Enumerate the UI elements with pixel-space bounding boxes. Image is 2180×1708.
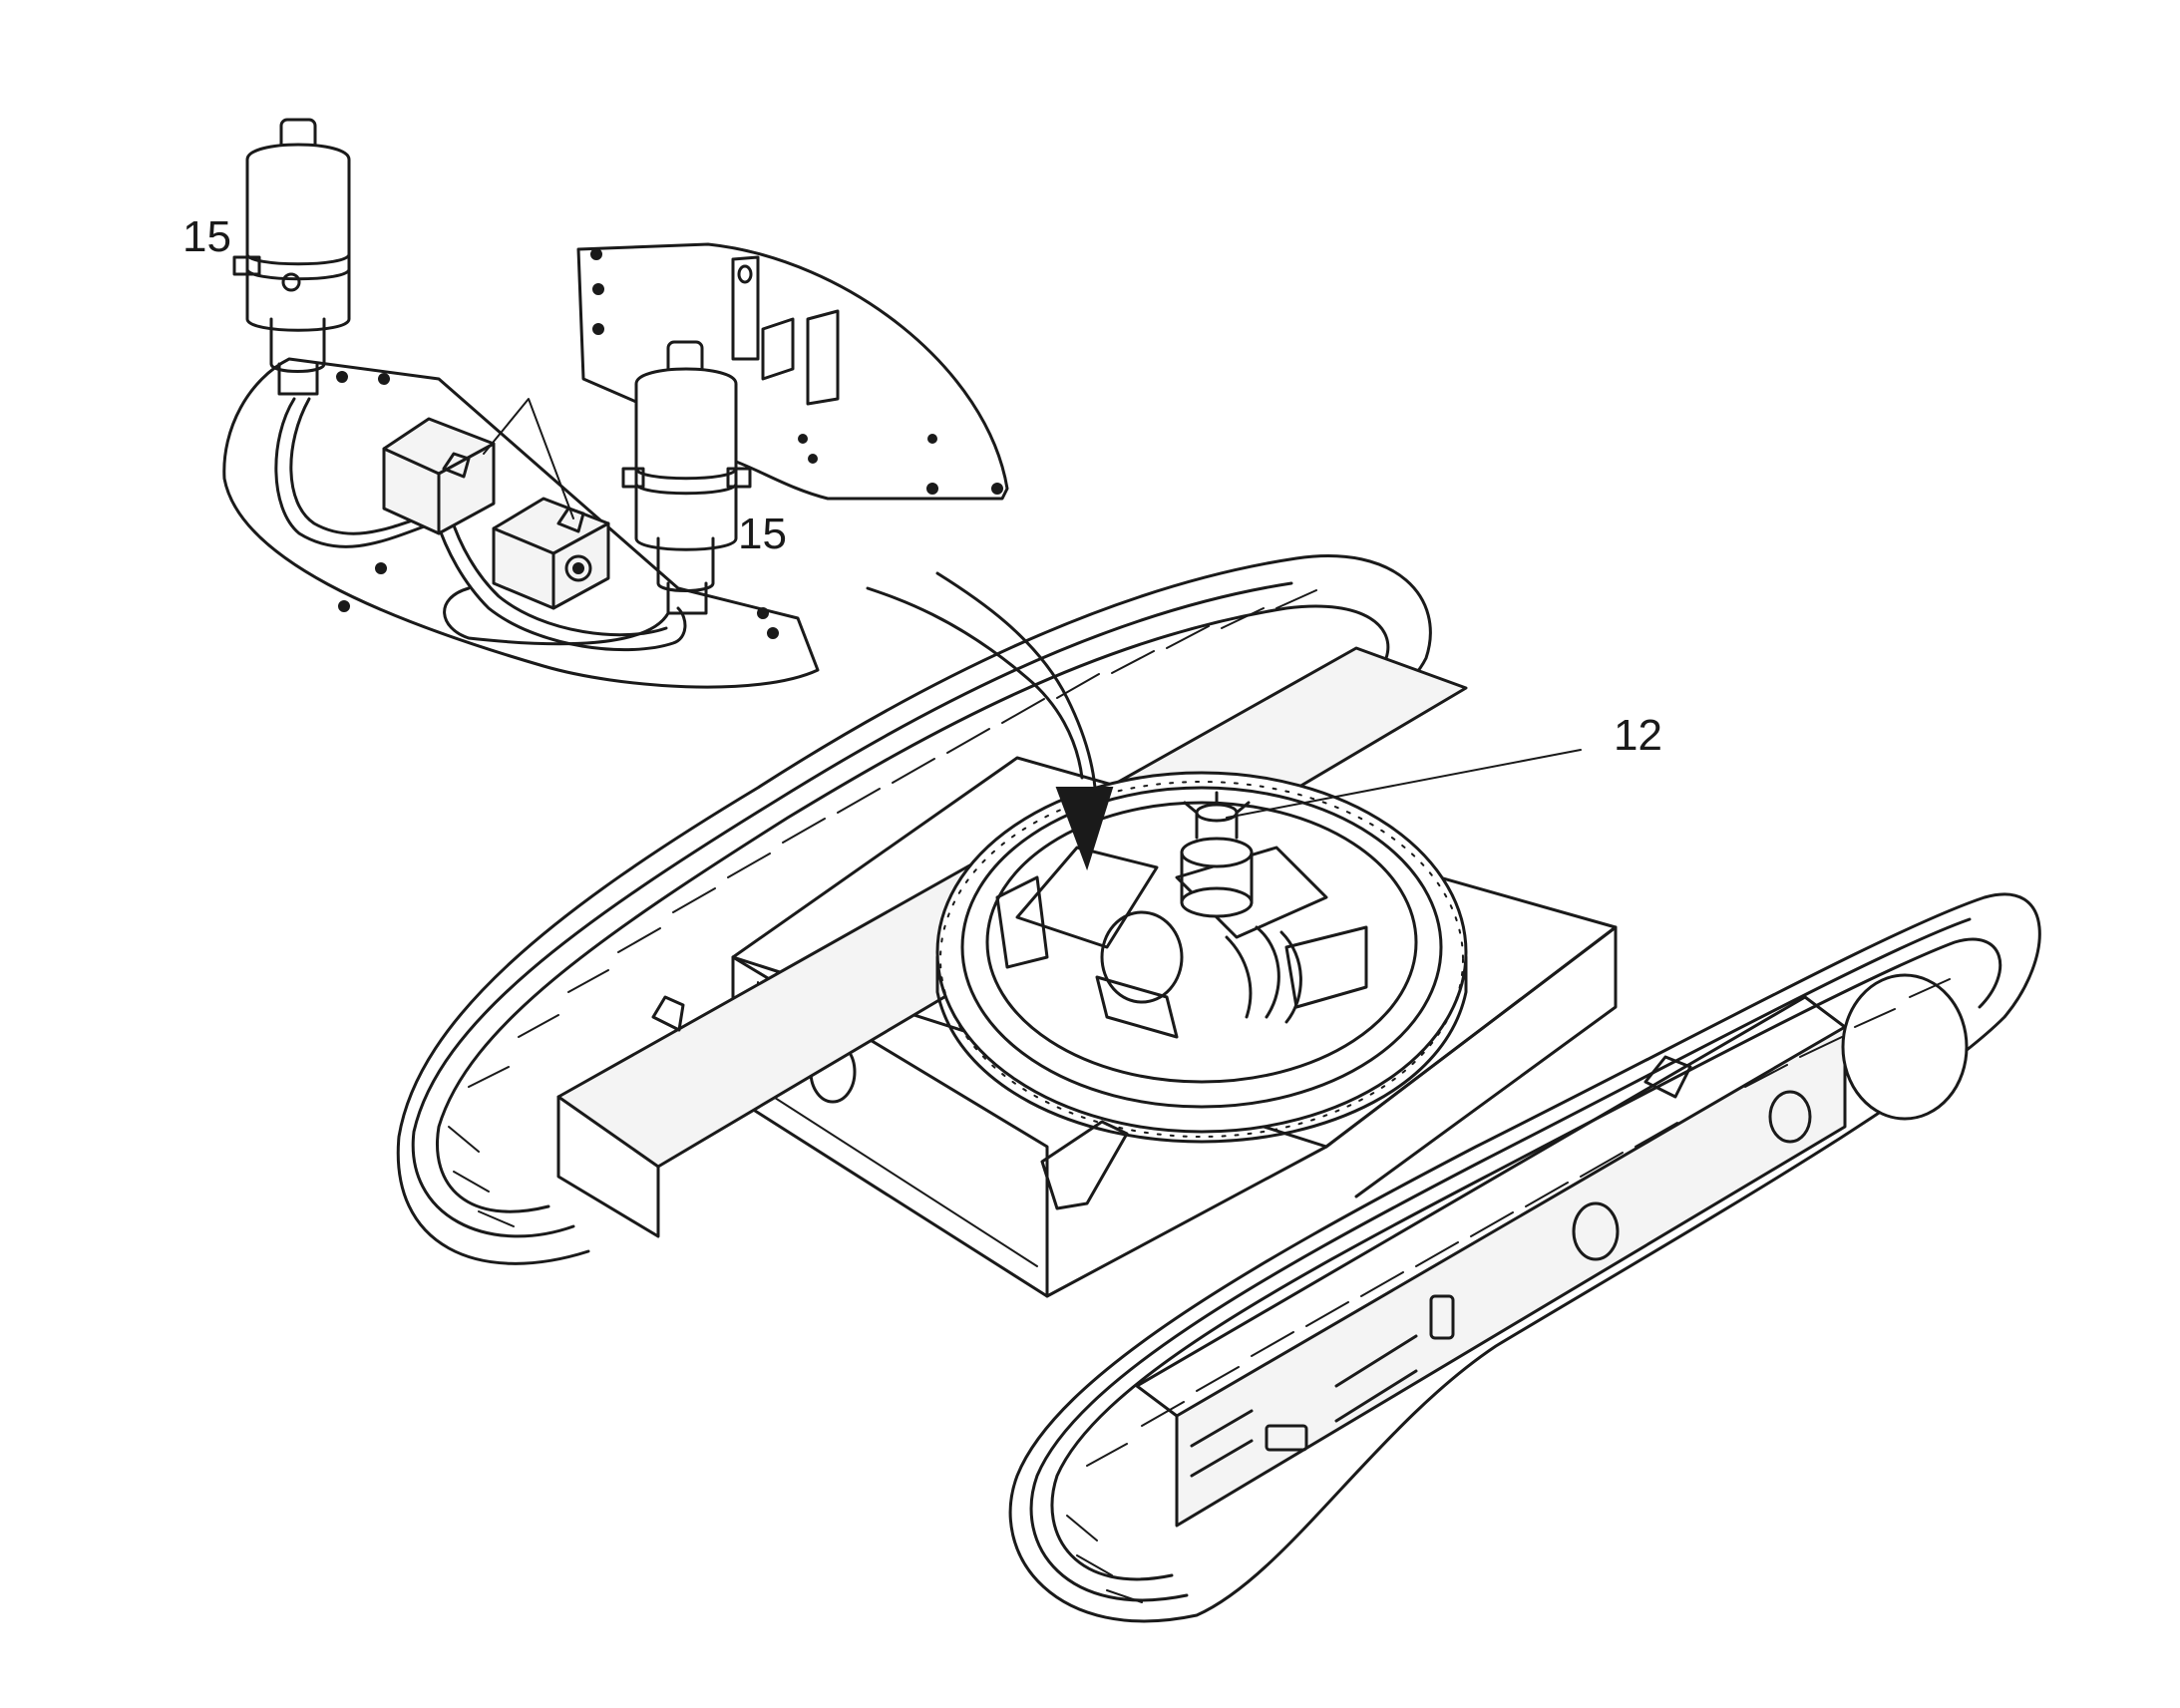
- detail-inset: [222, 118, 1114, 871]
- right-track-frame: [1175, 1025, 1847, 1528]
- swing-bearing: [935, 771, 1468, 1144]
- left-track-shoes: [448, 589, 1317, 1227]
- callout-15-left: 15: [182, 212, 231, 261]
- idler-wheel: [1841, 973, 1969, 1121]
- callout-label-15-right: 15: [738, 510, 787, 558]
- callout-15-right: 15: [738, 510, 787, 558]
- accumulator-left: [232, 118, 351, 396]
- right-track-shoes: [1066, 978, 1951, 1603]
- detail-pointer-arrow: [866, 571, 1097, 790]
- callout-label-15-left: 15: [182, 212, 231, 261]
- callout-label-12: 12: [1614, 711, 1662, 760]
- swivel-joint: [1180, 791, 1302, 1024]
- callout-12: 12: [1226, 711, 1662, 819]
- mounting-plate-rear: [576, 242, 1009, 501]
- accumulator-right: [621, 340, 752, 615]
- leader-line-12: [1226, 749, 1582, 819]
- right-track: [1008, 892, 2041, 1623]
